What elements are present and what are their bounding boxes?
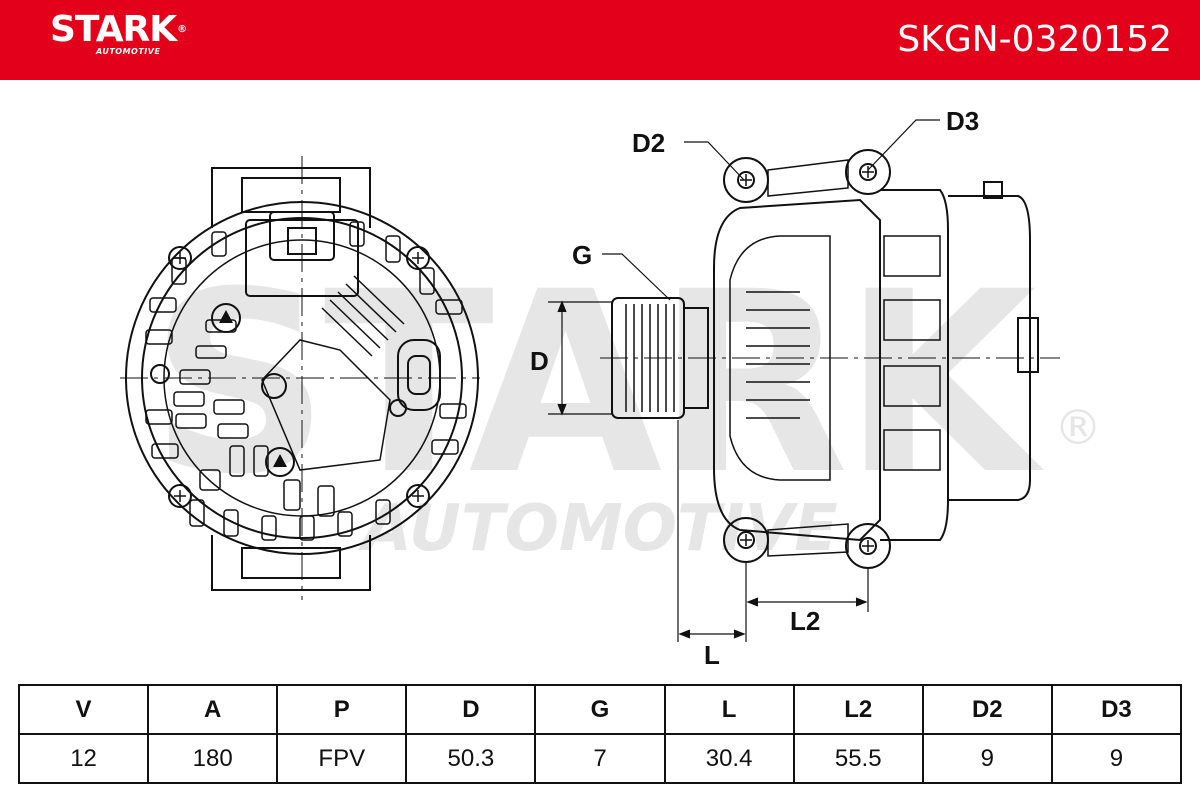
spec-value-d3: 9 — [1050, 733, 1183, 784]
front-boss-upper — [211, 303, 241, 333]
front-mount-screws — [150, 246, 430, 508]
dim-d3-leader — [867, 119, 940, 171]
rear-regulator — [948, 195, 1031, 501]
front-cover — [713, 198, 881, 542]
spec-value-a: 180 — [147, 733, 279, 784]
front-shaft — [261, 373, 287, 399]
spec-value-g: 7 — [534, 733, 666, 784]
front-side-plug-screw — [389, 399, 407, 417]
logo-word: STARK — [50, 9, 177, 50]
label-d3: D3 — [946, 106, 979, 136]
label-d: D — [530, 346, 549, 376]
front-bottom-ear — [211, 535, 371, 591]
spec-header-g: G — [534, 684, 666, 735]
front-boss-lower — [265, 447, 295, 477]
label-l2: L2 — [790, 606, 820, 636]
rear-housing-ribs — [883, 235, 941, 471]
logo-registered-mark: ® — [177, 24, 187, 35]
spec-value-l2: 55.5 — [792, 733, 924, 784]
brand-header: STARK® AUTOMOTIVE SKGN-0320152 — [0, 0, 1200, 80]
spec-header-d: D — [405, 684, 537, 735]
alternator-drawing: STARK AUTOMOTIVE ® — [120, 106, 1102, 670]
spec-header-l2: L2 — [792, 684, 924, 735]
watermark-registered: ® — [1054, 400, 1102, 456]
spec-value-row: 12 180 FPV 50.3 7 30.4 55.5 9 9 — [17, 733, 1183, 784]
label-d2: D2 — [632, 128, 665, 158]
spec-header-v: V — [17, 684, 150, 735]
front-bottom-ear-slot — [241, 547, 341, 579]
front-vent-slots — [145, 221, 467, 541]
spec-value-v: 12 — [17, 733, 150, 784]
part-number: SKGN-0320152 — [897, 19, 1172, 60]
spec-value-p: FPV — [276, 733, 408, 784]
rear-housing — [880, 189, 949, 541]
front-top-ear — [211, 167, 371, 228]
spec-value-l: 30.4 — [663, 733, 795, 784]
dim-g-leader — [602, 253, 671, 301]
front-rectifier-segments — [173, 319, 335, 517]
label-l: L — [704, 640, 720, 670]
spec-table: V A P D G L L2 D2 D3 12 180 FPV 50.3 7 3… — [17, 684, 1183, 784]
spec-header-row: V A P D G L L2 D2 D3 — [17, 684, 1183, 735]
spec-header-l: L — [663, 684, 795, 735]
stark-logo: STARK® AUTOMOTIVE — [50, 9, 187, 57]
spec-header-a: A — [147, 684, 279, 735]
front-side-plug-inner — [407, 355, 431, 395]
dimension-labels: D2 D3 G D L L2 — [530, 106, 979, 670]
spec-value-d: 50.3 — [405, 733, 537, 784]
dim-l-arrows — [678, 629, 746, 639]
alternator-front-view — [120, 156, 480, 600]
front-side-plug — [397, 339, 441, 411]
rear-connector-top — [983, 181, 1003, 199]
dim-d-arrows — [557, 300, 567, 416]
dim-d2-leader — [684, 141, 745, 181]
alternator-side-view — [600, 149, 1060, 569]
dim-l2-arrows — [746, 597, 868, 607]
spec-header-d3: D3 — [1050, 684, 1183, 735]
fan-fins — [729, 235, 831, 481]
logo-subtitle: AUTOMOTIVE — [96, 47, 161, 56]
spec-header-d2: D2 — [921, 684, 1053, 735]
dimension-annotations — [548, 119, 940, 642]
label-g: G — [572, 240, 592, 270]
watermark-sub: AUTOMOTIVE — [357, 492, 838, 566]
spec-value-d2: 9 — [921, 733, 1053, 784]
spec-header-p: P — [276, 684, 408, 735]
front-regulator-fins — [261, 275, 405, 471]
rear-plug — [1017, 317, 1039, 373]
